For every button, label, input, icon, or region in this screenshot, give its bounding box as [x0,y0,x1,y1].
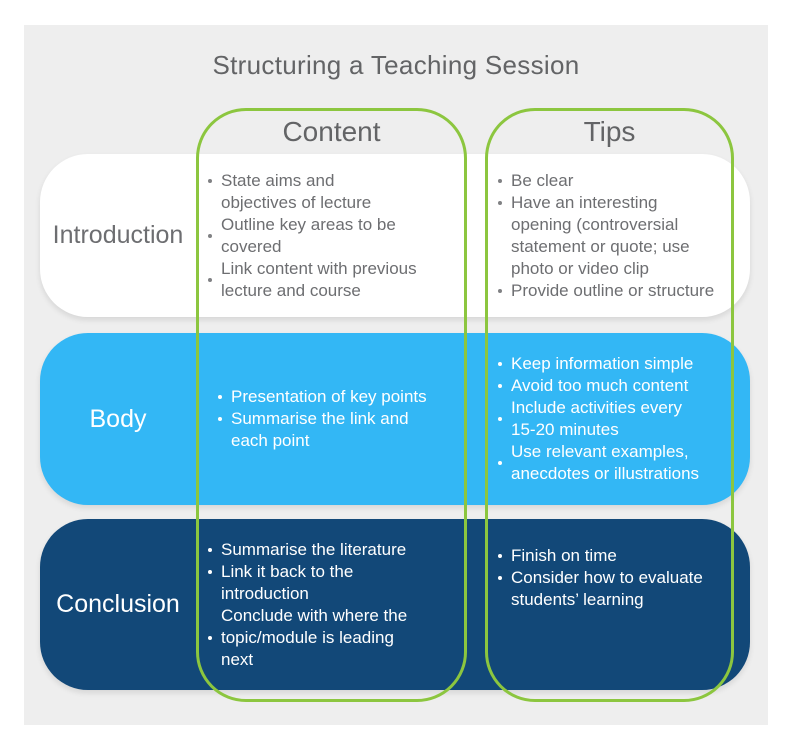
bullet-icon [498,417,502,421]
list-item: Have an interesting opening (controversi… [498,192,750,280]
list-item: Avoid too much content [498,375,750,397]
bullet-text: State aims and objectives of lecture [221,170,372,212]
bullet-icon [218,395,222,399]
list-item: Summarise the link and each point [218,408,482,452]
list-item: Conclude with where the topic/module is … [208,605,472,671]
bullet-icon [208,277,212,282]
list-item: Include activities every 15-20 minutes [498,397,750,441]
list-item: Be clear [498,170,750,192]
bullet-icon [498,362,502,366]
bullet-text: Consider how to evaluate students’ learn… [511,568,703,609]
list-item: Use relevant examples, anecdotes or illu… [498,441,750,485]
list-item: Keep information simple [498,353,750,375]
bullet-icon [208,178,212,183]
bullet-text: Provide outline or structure [511,280,715,300]
bullet-text: Keep information simple [511,354,694,373]
column-header-tips: Tips [583,116,636,147]
bullet-text: Include activities every 15-20 minutes [511,398,683,439]
row-label-introduction: Introduction [52,221,184,249]
list-item: State aims and objectives of lecture [208,170,472,214]
bullet-text: Summarise the link and each point [231,409,409,450]
bullet-icon [208,569,212,574]
column-header-content: Content [282,116,381,147]
bullet-icon [498,384,502,388]
bullet-text: Be clear [511,170,574,190]
bullet-icon [498,461,502,465]
bullet-icon [218,417,222,421]
bullet-text: Finish on time [511,546,617,565]
bullet-text: Presentation of key points [231,387,427,406]
list-item: Provide outline or structure [498,280,750,302]
bullet-text: Have an interesting opening (controversi… [511,192,690,278]
bullet-text: Conclude with where the topic/module is … [221,605,408,669]
list-item: Consider how to evaluate students’ learn… [498,567,750,611]
list-item: Finish on time [498,545,750,567]
list-item: Presentation of key points [218,386,482,408]
list-item: Outline key areas to be covered [208,214,472,258]
list-item: Summarise the literature [208,539,472,561]
bullet-icon [498,554,502,558]
bullet-text: Avoid too much content [511,376,689,395]
bullet-icon [498,200,502,205]
bullet-icon [498,178,502,183]
bullet-text: Use relevant examples, anecdotes or illu… [511,442,700,483]
list-item: Link content with previous lecture and c… [208,258,472,302]
row-label-body: Body [89,404,147,433]
page-title: Structuring a Teaching Session [212,50,580,80]
bullet-text: Link content with previous lecture and c… [221,258,417,300]
list-item: Link it back to the introduction [208,561,472,605]
bullet-text: Summarise the literature [221,539,407,559]
row-introduction: Introduction State aims and objectives o… [40,154,750,317]
bullet-icon [208,547,212,552]
bullet-icon [208,233,212,238]
bullet-text: Link it back to the introduction [221,561,354,603]
bullet-icon [498,288,502,293]
bullet-icon [208,635,212,640]
bullet-text: Outline key areas to be covered [221,214,396,256]
bullet-icon [498,576,502,580]
row-label-conclusion: Conclusion [56,590,180,618]
